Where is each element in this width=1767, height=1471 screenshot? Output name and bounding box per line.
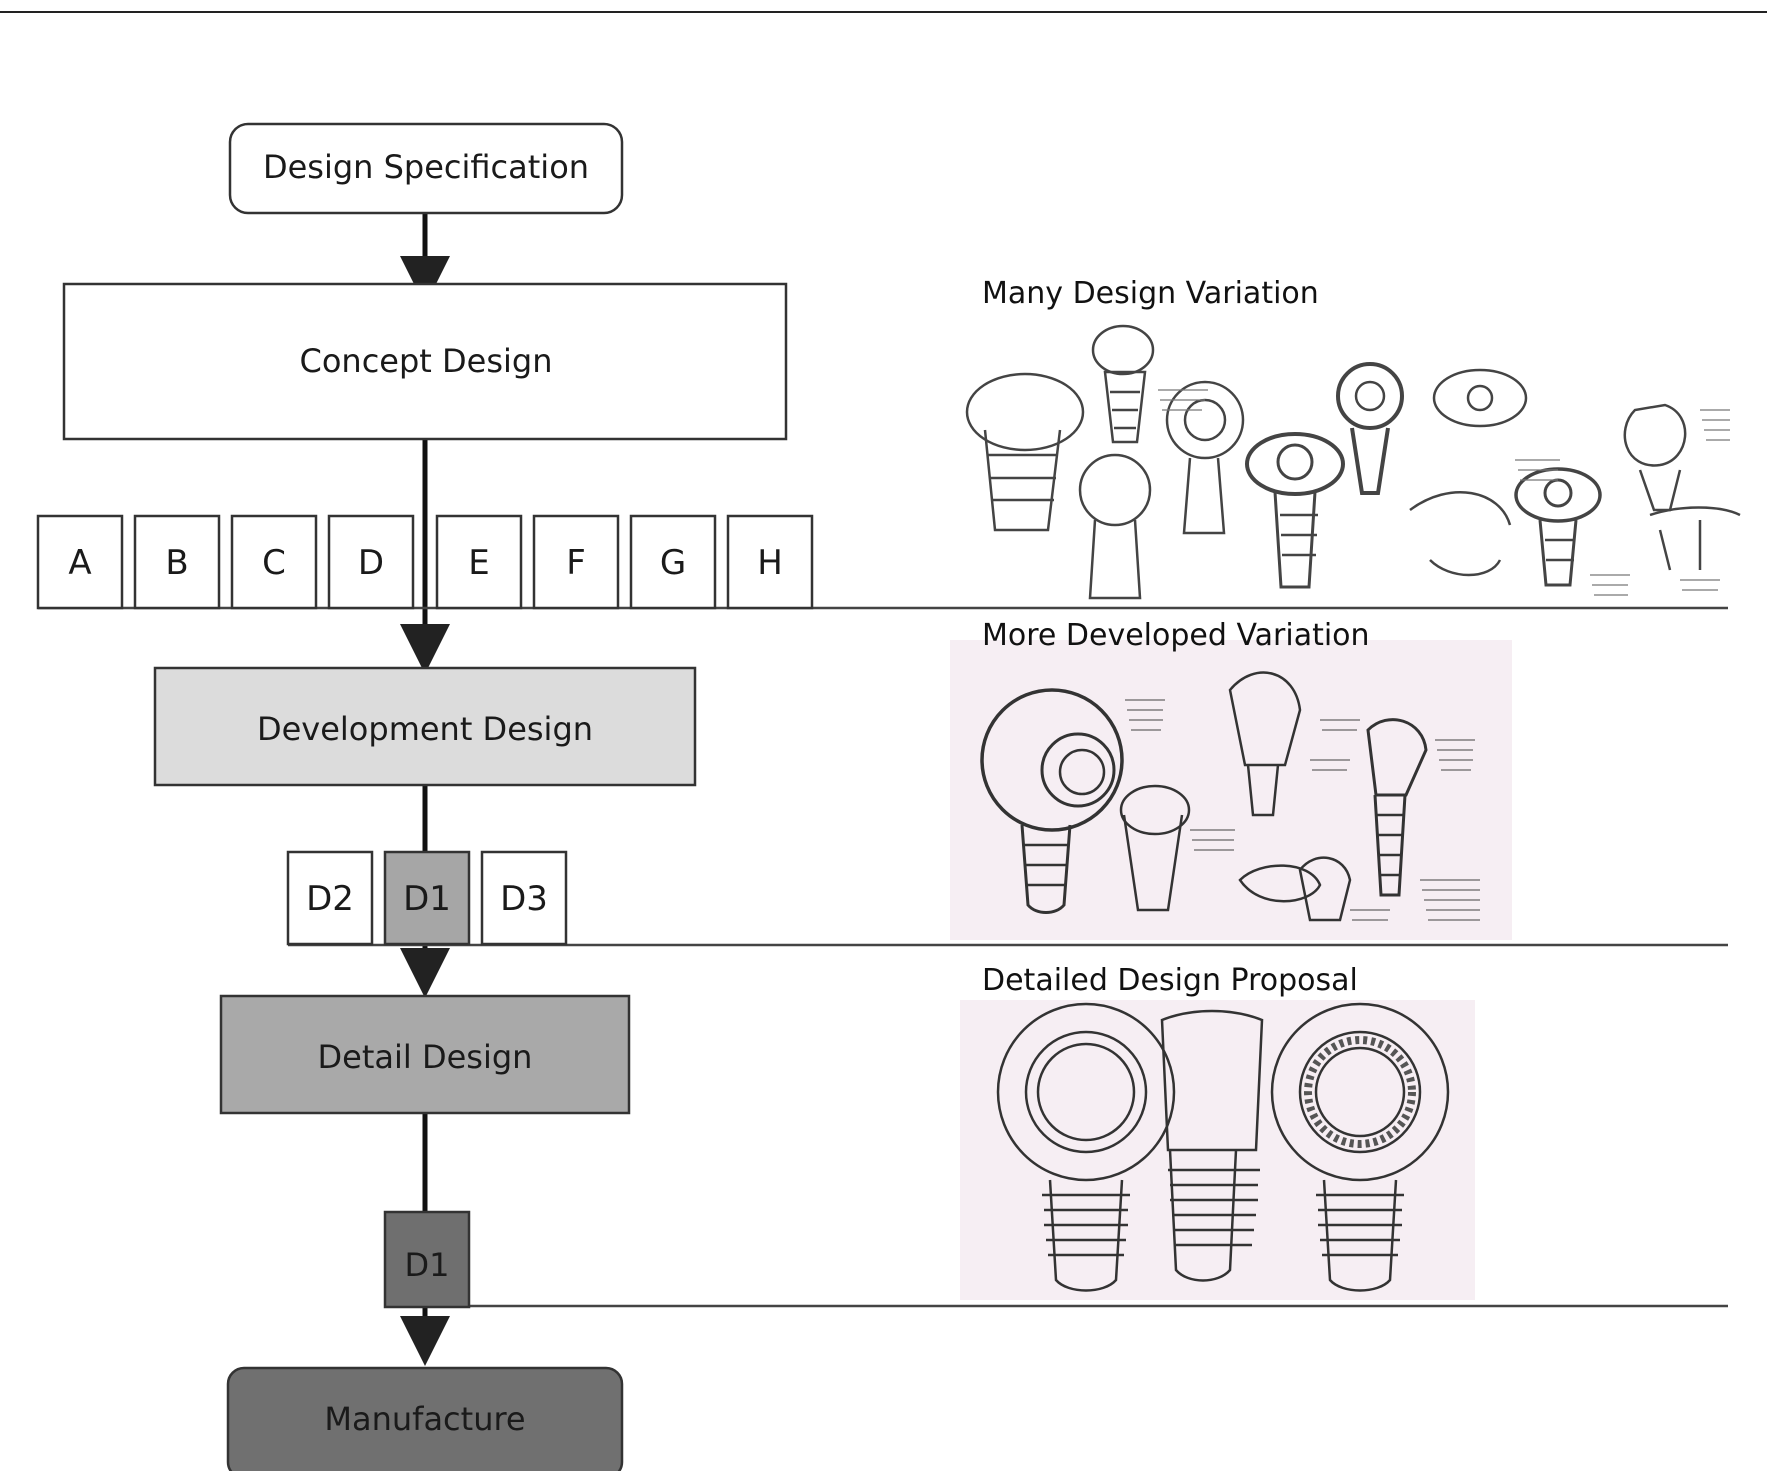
development-option-box [480, 850, 568, 946]
development-option-label: D1 [403, 879, 451, 919]
concept-option-label: D [358, 543, 384, 583]
development-option-d3: D3 [480, 850, 568, 946]
concept-option-b: B [133, 514, 221, 610]
concept-option-h: H [726, 514, 814, 610]
node-development-design: Development Design [153, 666, 697, 787]
node-manufacture: Manufacture [226, 1366, 624, 1471]
concept-option-box [230, 514, 318, 610]
concept-option-label: H [757, 543, 783, 583]
panel-many-title: Many Design Variation [982, 276, 1319, 311]
node-manufacture-label: Manufacture [324, 1400, 525, 1438]
node-concept-design: Concept Design [62, 282, 788, 441]
development-option-label: D2 [306, 879, 354, 919]
node-development-design-label: Development Design [257, 710, 593, 748]
concept-option-box [327, 514, 415, 610]
concept-option-label: B [165, 543, 188, 583]
node-detail-design-label: Detail Design [318, 1038, 533, 1076]
development-option-d2: D2 [286, 850, 374, 946]
concept-option-a: A [36, 514, 124, 610]
concept-option-c: C [230, 514, 318, 610]
development-option-d1: D1 [383, 850, 471, 946]
concept-option-f: F [532, 514, 620, 610]
panel-more-title: More Developed Variation [982, 618, 1370, 653]
concept-option-box [726, 514, 814, 610]
concept-option-box [532, 514, 620, 610]
sketches-detail-illustration [996, 1002, 1450, 1292]
concept-option-label: G [660, 543, 686, 583]
concept-option-label: E [468, 543, 489, 583]
development-options: D2 D1 D3 [286, 850, 568, 946]
development-option-box [383, 850, 471, 946]
node-concept-design-label: Concept Design [300, 342, 553, 380]
concept-option-g: G [629, 514, 717, 610]
panel-detailed-title: Detailed Design Proposal [982, 963, 1358, 998]
concept-option-box [629, 514, 717, 610]
concept-option-box [435, 514, 523, 610]
concept-option-e: E [435, 514, 523, 610]
concept-option-d: D [327, 514, 415, 610]
final-option-box: D1 [383, 1210, 471, 1309]
concept-option-label: C [262, 543, 286, 583]
development-option-box [286, 850, 374, 946]
sketches-more-paper [950, 640, 1512, 940]
final-option-label: D1 [405, 1246, 450, 1284]
development-option-label: D3 [500, 879, 548, 919]
concept-option-label: F [566, 543, 586, 583]
sketches-more-illustration [980, 671, 1480, 922]
sketches-many-illustration [965, 324, 1741, 600]
concept-options: A B C D E F G H [36, 514, 814, 610]
concept-option-box [133, 514, 221, 610]
concept-option-label: A [68, 543, 91, 583]
node-detail-design: Detail Design [219, 994, 631, 1115]
concept-option-box [36, 514, 124, 610]
node-design-specification-label: Design Specification [263, 148, 589, 186]
node-design-specification: Design Specification [228, 122, 624, 215]
